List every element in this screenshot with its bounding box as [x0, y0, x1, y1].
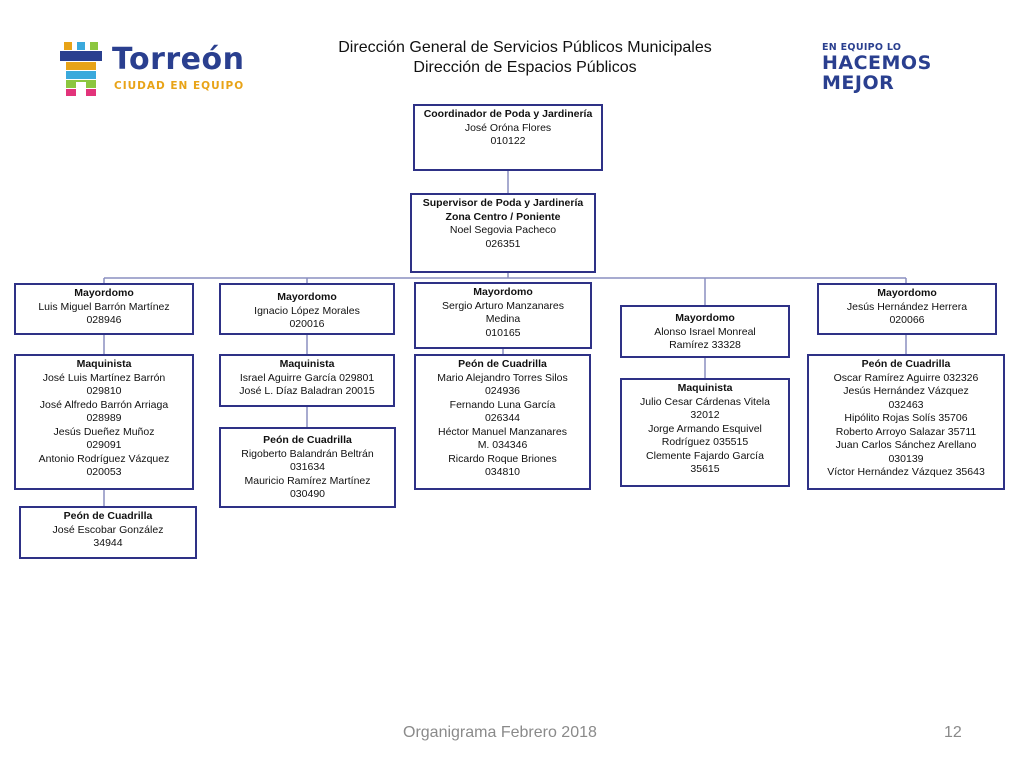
maquinista-box-col4: Maquinista Julio Cesar Cárdenas Vitela 3…	[620, 378, 790, 487]
page-number: 12	[944, 724, 962, 741]
staff-name: José Alfredo Barrón Arriaga	[39, 398, 169, 411]
mayordomo-box-5: Mayordomo Jesús Hernández Herrera 020066	[817, 283, 997, 335]
staff-name-id: Rodríguez 035515	[661, 436, 749, 448]
peon-box-col2: Peón de Cuadrilla Rigoberto Balandrán Be…	[219, 427, 396, 508]
mayordomo-title: Mayordomo	[74, 287, 134, 299]
staff-name-id: Víctor Hernández Vázquez 35643	[827, 466, 985, 478]
castle-tower-icon	[60, 42, 102, 96]
peon-title: Peón de Cuadrilla	[458, 358, 547, 370]
supervisor-id: 026351	[485, 237, 521, 250]
slogan-line-3: MEJOR	[822, 72, 895, 94]
staff-id: 35615	[690, 463, 720, 475]
logo-brand-subtitle: CIUDAD EN EQUIPO	[114, 80, 245, 92]
title-line-1: Dirección General de Servicios Públicos …	[338, 39, 712, 56]
staff-id: 020053	[86, 466, 122, 478]
mayordomo-name: Luis Miguel Barrón Martínez	[38, 300, 170, 313]
mayordomo-name: Jesús Hernández Herrera	[846, 300, 968, 313]
logo-brand-name: Torreón	[112, 42, 245, 77]
staff-name: Clemente Fajardo García	[646, 449, 764, 462]
staff-id: 029810	[86, 385, 122, 397]
maquinista-title: Maquinista	[279, 358, 335, 370]
mayordomo-name: Alonso Israel Monreal	[654, 325, 756, 338]
mayordomo-id: 010165	[485, 326, 521, 339]
mayordomo-title: Mayordomo	[877, 287, 937, 299]
staff-name-id: José L. Díaz Baladran 20015	[239, 385, 375, 397]
staff-name: Jesús Hernández Vázquez	[843, 385, 969, 397]
staff-id: 029091	[86, 439, 122, 451]
mayordomo-name: Ignacio López Morales	[254, 304, 360, 317]
staff-id: 032463	[888, 398, 924, 411]
staff-name-id: Oscar Ramírez Aguirre 032326	[833, 371, 979, 384]
peon-title: Peón de Cuadrilla	[263, 434, 352, 446]
footer-caption: Organigrama Febrero 2018	[403, 724, 597, 741]
mayordomo-title: Mayordomo	[277, 291, 337, 303]
mayordomo-id: 020016	[289, 318, 325, 330]
staff-name: Mauricio Ramírez Martínez	[244, 474, 371, 487]
slogan-line-2: HACEMOS	[822, 52, 932, 74]
supervisor-title: Supervisor de Poda y Jardinería Zona Cen…	[422, 197, 584, 223]
staff-name-id: Israel Aguirre García 029801	[239, 371, 375, 384]
staff-id: 34944	[93, 537, 123, 549]
maquinista-box-col1: Maquinista José Luis Martínez Barrón 029…	[14, 354, 194, 490]
mayordomo-box-4: Mayordomo Alonso Israel Monreal Ramírez …	[620, 305, 790, 358]
mayordomo-box-3: Mayordomo Sergio Arturo Manzanares Medin…	[414, 282, 592, 349]
mayordomo-box-1: Mayordomo Luis Miguel Barrón Martínez 02…	[14, 283, 194, 335]
staff-id: 030490	[289, 488, 326, 500]
staff-name: José Luis Martínez Barrón	[42, 371, 166, 384]
staff-name: Rigoberto Balandrán Beltrán	[241, 447, 374, 460]
coordinator-box: Coordinador de Poda y Jardinería José Or…	[413, 104, 603, 171]
maquinista-title: Maquinista	[677, 382, 733, 394]
peon-box-col1: Peón de Cuadrilla José Escobar González …	[19, 506, 197, 559]
staff-id: 031634	[289, 461, 326, 473]
staff-name-id: Roberto Arroyo Salazar 35711	[835, 425, 977, 438]
peon-box-col5: Peón de Cuadrilla Oscar Ramírez Aguirre …	[807, 354, 1005, 490]
staff-name: Julio Cesar Cárdenas Vitela	[640, 395, 770, 408]
coordinator-name: José Oróna Flores	[464, 121, 552, 134]
staff-id: 026344	[484, 412, 521, 424]
slogan-line-1: EN EQUIPO LO	[822, 42, 902, 53]
coordinator-title: Coordinador de Poda y Jardinería	[423, 108, 593, 120]
peon-title: Peón de Cuadrilla	[861, 358, 951, 370]
staff-name: Antonio Rodríguez Vázquez	[38, 452, 170, 465]
hacemos-mejor-logo: EN EQUIPO LO HACEMOS MEJOR	[822, 42, 942, 98]
maquinista-box-col2: Maquinista Israel Aguirre García 029801 …	[219, 354, 395, 407]
staff-id: 034810	[484, 466, 521, 478]
supervisor-name: Noel Segovia Pacheco	[449, 224, 557, 236]
supervisor-box: Supervisor de Poda y Jardinería Zona Cen…	[410, 193, 596, 273]
staff-name: Héctor Manuel Manzanares	[438, 425, 567, 438]
mayordomo-name: Sergio Arturo Manzanares	[442, 299, 564, 312]
mayordomo-name-cont: Medina	[485, 313, 521, 325]
page-title: Dirección General de Servicios Públicos …	[300, 38, 750, 78]
staff-name: Jesús Dueñez Muñoz	[53, 425, 155, 438]
mayordomo-id: 020066	[889, 314, 925, 326]
torreon-logo: Torreón CIUDAD EN EQUIPO	[56, 40, 256, 98]
staff-name: Jorge Armando Esquivel	[648, 422, 762, 435]
staff-name: Ricardo Roque Briones	[448, 452, 557, 465]
staff-id: 030139	[888, 452, 924, 465]
title-line-2: Dirección de Espacios Públicos	[413, 59, 637, 76]
staff-id: 32012	[690, 409, 720, 421]
maquinista-title: Maquinista	[76, 358, 132, 370]
mayordomo-id: 028946	[86, 314, 122, 326]
staff-name: Fernando Luna García	[449, 398, 556, 411]
coordinator-id: 010122	[490, 135, 526, 147]
peon-title: Peón de Cuadrilla	[63, 510, 153, 522]
staff-id: 028989	[86, 412, 122, 424]
staff-id: 024936	[484, 385, 521, 397]
mayordomo-title: Mayordomo	[473, 286, 533, 298]
staff-name-id: Hipólito Rojas Solís 35706	[844, 412, 968, 424]
staff-id: M. 034346	[477, 439, 528, 451]
staff-name: José Escobar González	[52, 523, 164, 536]
staff-name: Mario Alejandro Torres Silos	[437, 371, 568, 384]
peon-box-col3: Peón de Cuadrilla Mario Alejandro Torres…	[414, 354, 591, 490]
mayordomo-name-id: Ramírez 33328	[669, 339, 741, 351]
staff-name: Juan Carlos Sánchez Arellano	[835, 439, 977, 451]
mayordomo-box-2: Mayordomo Ignacio López Morales 020016	[219, 283, 395, 335]
mayordomo-title: Mayordomo	[675, 312, 735, 324]
